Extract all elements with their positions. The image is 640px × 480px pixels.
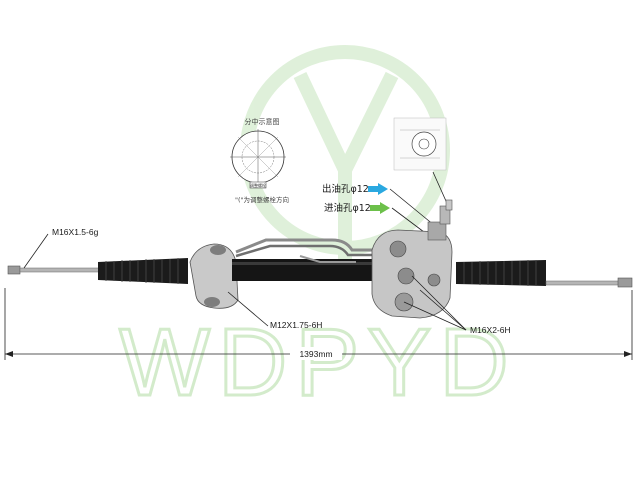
inlet-label: 进油孔φ12	[324, 202, 371, 214]
inlet-arrow-icon	[370, 202, 390, 214]
total-length-label: 1393mm	[299, 349, 332, 359]
port-thread-label: M16X2-6H	[470, 325, 511, 335]
bracket-thread-label: M12X1.75-6H	[270, 320, 322, 330]
left-thread-label: M16X1.5-6g	[52, 227, 99, 237]
outlet-label: 出油孔φ12	[322, 183, 369, 195]
inset-title: 分中示意图	[245, 117, 280, 126]
centering-inset: 分中示意图 调整螺栓 "("为调整螺栓方向	[230, 117, 289, 204]
inset-box-label: 调整螺栓	[250, 182, 266, 188]
outlet-arrow-icon	[368, 183, 388, 195]
watermark-text: WDPYD	[119, 309, 516, 416]
steering-rack	[7, 199, 633, 319]
port-detail-inset	[393, 117, 451, 211]
inset-note: "("为调整螺栓方向	[235, 195, 289, 204]
